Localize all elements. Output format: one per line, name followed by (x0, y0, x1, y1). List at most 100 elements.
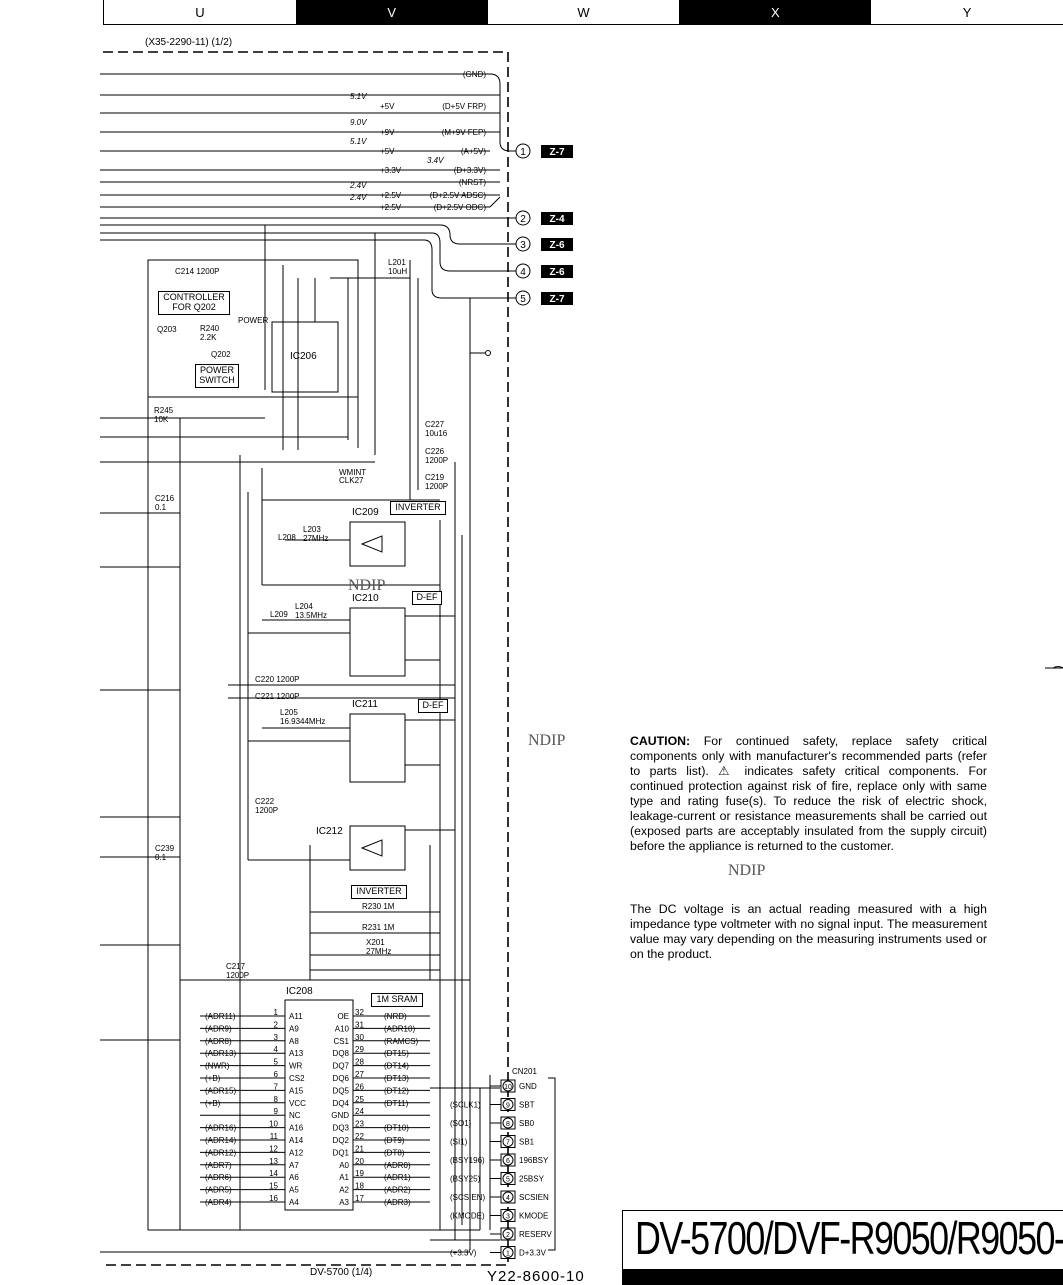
ic208-left-pin-num: 14 (269, 1169, 278, 1178)
cn201-pin-net: (BSY196) (450, 1156, 485, 1165)
def-box-2: D-EF (418, 699, 448, 713)
ic208-left-net: (+B) (205, 1099, 221, 1108)
l209-label: L209 (270, 610, 288, 619)
ic208-right-pin-num: 20 (355, 1157, 364, 1166)
ic208-right-pin-name: A3 (339, 1198, 349, 1207)
ic208-right-pin-num: 30 (355, 1033, 364, 1042)
ic208-left-net: (ADR11) (205, 1012, 236, 1021)
ic208-right-pin-name: DQ1 (333, 1148, 350, 1157)
ic208-left-pin-name: A14 (289, 1136, 304, 1145)
connector-number: 3 (520, 240, 526, 251)
cn201-pin-num: 9 (506, 1103, 510, 1110)
ic208-right-pin-name: DQ2 (333, 1136, 350, 1145)
cn201-pin-net: (SI1) (450, 1138, 468, 1147)
ic208-right-pin-name: DQ6 (333, 1074, 350, 1083)
ic208-right-net: (ADR0) (384, 1161, 411, 1170)
power-net-rail: +5V (380, 147, 395, 156)
ic208-left-pin-name: A9 (289, 1024, 299, 1033)
cn201-pin-label: KMODE (519, 1212, 548, 1221)
ic208-right-pin-name: CS1 (333, 1037, 349, 1046)
cn201-pin-label: SBT (519, 1101, 535, 1110)
ic208-left-pin-num: 1 (274, 1008, 279, 1017)
c216-label: C216 0.1 (155, 494, 175, 512)
watermark-2: NDIP (528, 732, 566, 749)
power-net-voltage: 2.4V (349, 193, 367, 202)
ic208-right-pin-num: 18 (355, 1182, 364, 1191)
ic208-left-pin-num: 2 (274, 1020, 279, 1029)
cn201-pin-num: 7 (506, 1140, 510, 1147)
connector-circle (515, 143, 531, 159)
power-net-name: (GND) (463, 70, 486, 79)
zone-badge-label: Z-7 (550, 294, 565, 305)
ic208-left-pin-name: WR (289, 1062, 303, 1071)
dc-voltage-note: The DC voltage is an actual reading meas… (630, 902, 987, 961)
ic208-left-pin-num: 15 (269, 1182, 278, 1191)
power-net-rail: +3.3V (380, 166, 402, 175)
inverter-box-2: INVERTER (351, 885, 407, 899)
ic208-left-pin-name: A7 (289, 1161, 299, 1170)
q203-label: Q203 (157, 325, 177, 334)
ic208-right-pin-num: 22 (355, 1132, 364, 1141)
power-net-name: (NRST) (459, 178, 486, 187)
l205-label: L205 16.9344MHz (280, 708, 326, 726)
ic208-left-pin-name: A8 (289, 1037, 299, 1046)
ic208-left-net: (ADR5) (205, 1186, 232, 1195)
cn201-pin-label: RESERV (519, 1230, 552, 1239)
r240-label: R240 2.2K (200, 324, 220, 342)
cn201-pin-net: (BSY25) (450, 1175, 481, 1184)
cn201-pin-num: 6 (506, 1158, 510, 1165)
power-net-name: (D+5V FRP) (442, 102, 486, 111)
c220-label: C220 1200P (255, 675, 300, 684)
cn201-pin-num: 4 (506, 1195, 510, 1202)
ic208-left-pin-name: VCC (289, 1099, 306, 1108)
cn201-pin-circle (502, 1080, 514, 1092)
cn201-pin-circle (502, 1099, 514, 1110)
ic208-right-net: (DT12) (384, 1086, 409, 1095)
ic208-right-net: (DT10) (384, 1124, 409, 1133)
zone-w: W (577, 5, 590, 20)
ic208-right-pin-name: DQ7 (333, 1062, 350, 1071)
power-net-voltage: 5.1V (350, 92, 367, 101)
ic208-right-pin-name: DQ5 (333, 1086, 350, 1095)
ic208-left-pin-num: 10 (269, 1120, 278, 1129)
part-number: Y22-8600-10 (487, 1268, 585, 1285)
ic208-left-net: (ADR6) (205, 1173, 232, 1182)
ic208-left-net: (ADR9) (205, 1024, 232, 1033)
wmint-label: WMINT (339, 468, 367, 477)
zone-u: U (195, 5, 205, 20)
ic208-right-net: (ADR2) (384, 1186, 411, 1195)
ic208-left-pin-num: 11 (270, 1132, 279, 1141)
power-net-voltage: 3.4V (427, 156, 444, 165)
ic208-right-pin-num: 27 (355, 1070, 364, 1079)
ic208-right-pin-name: A2 (339, 1186, 349, 1195)
ic208-left-pin-name: A6 (289, 1173, 299, 1182)
ic208-right-pin-num: 21 (355, 1144, 364, 1153)
x201-label: X201 27MHz (366, 938, 392, 956)
ic208-left-pin-name: A11 (289, 1012, 303, 1021)
ic208-right-net: (ADR10) (384, 1024, 415, 1033)
connector-circle (515, 290, 531, 306)
cn201-pin-circle (502, 1228, 514, 1240)
c239-label: C239 0.1 (155, 844, 175, 862)
ic212-label: IC212 (316, 826, 343, 837)
cn201-pin-label: GND (519, 1082, 537, 1091)
inverter-box-1: INVERTER (390, 501, 446, 515)
ic208-left-pin-num: 5 (274, 1058, 279, 1067)
cn201-pin-label: SB1 (519, 1138, 535, 1147)
cn201-pin-num: 8 (506, 1121, 510, 1128)
power-net-name: (D+2.5V ADSC) (430, 191, 487, 200)
ic208-right-pin-name: DQ4 (333, 1099, 350, 1108)
ic208-left-pin-name: A13 (289, 1049, 304, 1058)
ic208-left-net: (+B) (205, 1074, 221, 1083)
zone-badge-label: Z-4 (550, 214, 565, 225)
ic208-left-pin-num: 13 (269, 1157, 278, 1166)
watermark-3: NDIP (728, 862, 766, 879)
ic208-right-pin-name: A10 (335, 1024, 350, 1033)
cn201-pin-circle (502, 1247, 514, 1258)
clk27-label: CLK27 (339, 476, 364, 485)
zone-header: U V W X Y (103, 0, 1063, 25)
cn201-pin-label: D+3.3V (519, 1249, 547, 1258)
ic208-left-net: (ADR12) (205, 1148, 236, 1157)
l204-label: L204 13.5MHz (295, 602, 328, 620)
